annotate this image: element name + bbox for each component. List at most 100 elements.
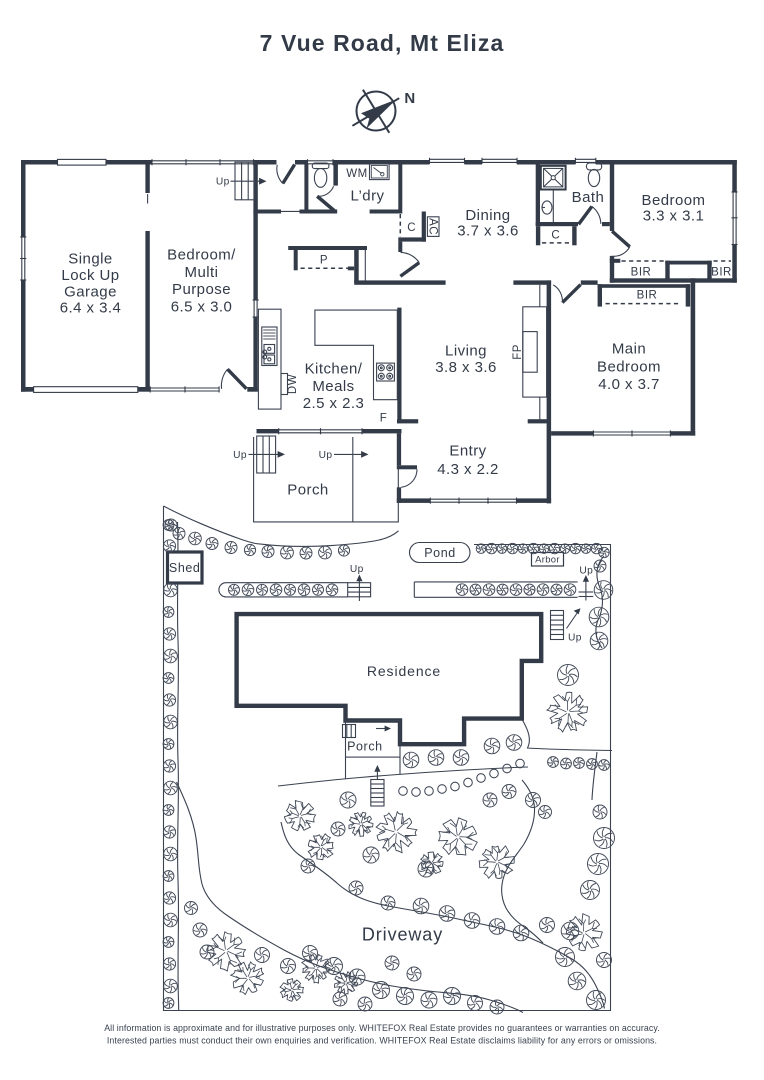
up-arrow-garden-1 [356,574,363,601]
room-label-garage: Single Lock Up Garage 6.4 x 3.4 [60,250,122,316]
window [149,386,220,393]
window [252,299,259,318]
svg-text:Lock Up: Lock Up [61,267,119,284]
room-label-dining: Dining 3.7 x 3.6 [457,207,519,240]
svg-text:Multi: Multi [185,264,219,281]
arbor-label: Arbor [535,555,560,566]
porch-outline [253,437,399,523]
stove-icon [376,362,395,382]
room-label-living: Living 3.8 x 3.6 [435,342,497,376]
label-f-fridge: F [380,413,388,425]
floor-plan: Single Lock Up Garage 6.4 x 3.4 Bedroom/… [20,157,738,523]
toilet2-icon [585,162,603,188]
svg-text:Purpose: Purpose [172,281,231,298]
up-arrow-garden-3 [566,608,581,629]
arbor: Arbor [530,551,565,567]
room-label-entry: Entry 4.3 x 2.2 [437,443,499,479]
washing-machine-icon [368,163,390,181]
label-p-pantry: P [320,255,328,267]
svg-text:Main: Main [612,340,646,357]
window [278,428,363,435]
doors [147,163,631,488]
label-fp: FP [512,344,524,360]
walls [21,160,737,504]
label-bir2: BIR [711,266,732,278]
residence-label: Residence [367,663,441,679]
compass-icon: N [351,89,415,134]
shower-icon [539,164,567,191]
site-porch: Porch [341,719,401,758]
svg-text:6.4 x 3.4: 6.4 x 3.4 [60,299,122,316]
shed-label: Shed [169,561,201,575]
label-up-garden-1: Up [350,564,364,575]
disclaimer-line1: All information is approximate and for i… [104,1023,660,1033]
garden-edge-left [176,521,180,1011]
garden-stair-3 [549,609,565,641]
north-label: N [404,90,415,107]
room-label-porch: Porch [287,481,328,498]
residence: Residence [234,611,544,747]
label-wm: WM [346,168,367,180]
joinery-dashed [300,214,731,305]
window [20,236,27,281]
svg-text:Kitchen/: Kitchen/ [305,360,363,377]
svg-text:6.5 x 3.0: 6.5 x 3.0 [171,299,233,316]
label-up-porch1: Up [233,450,247,461]
garden-edge-top [163,505,399,547]
garden-path [344,757,401,807]
site-porch-label: Porch [347,740,383,754]
garden-bands [218,581,578,598]
up-arrow-garden-2 [578,575,594,601]
window [473,157,526,164]
label-dw: DW [287,374,299,394]
window [429,497,518,504]
svg-text:Meals: Meals [312,378,354,395]
room-label-bed-multi: Bedroom/ Multi Purpose 6.5 x 3.0 [167,247,236,316]
label-ac: AC [427,218,439,235]
window [151,159,255,166]
label-up-garden-2: Up [579,565,593,576]
svg-text:4.0 x 3.7: 4.0 x 3.7 [598,376,660,393]
svg-text:3.3 x 3.1: 3.3 x 3.1 [643,207,705,224]
up-arrow-porch-right [334,451,369,458]
room-label-kitchen: Kitchen/ Meals 2.5 x 2.3 [303,360,365,412]
svg-text:4.3 x 2.2: 4.3 x 2.2 [437,461,499,478]
toilet-icon [311,162,330,188]
pond-label: Pond [424,546,456,560]
room-label-main-bedroom: Main Bedroom 4.0 x 3.7 [597,340,661,393]
ac-unit-icon [426,216,440,237]
up-arrow-path [374,765,381,780]
windows [20,157,738,504]
up-arrow-top [230,177,267,185]
label-up-top: Up [216,176,230,187]
kitchen-bench [257,308,398,410]
label-up-garden-3: Up [568,633,582,644]
label-bir1: BIR [631,266,652,278]
label-up-porch2: Up [319,450,333,461]
shed: Shed [165,550,204,585]
label-bir3: BIR [637,289,658,301]
svg-text:Bedroom: Bedroom [641,192,705,209]
svg-text:Single: Single [68,250,112,267]
svg-text:3.7 x 3.6: 3.7 x 3.6 [457,223,519,240]
thin-partitions [281,189,554,421]
page-title: 7 Vue Road, Mt Eliza [260,30,505,56]
kitchen-sink-icon [261,326,278,367]
svg-text:Entry: Entry [449,443,486,460]
basin-icon [541,200,553,215]
window [592,430,671,437]
label-c-hall: C [407,222,416,234]
svg-text:3.8 x 3.6: 3.8 x 3.6 [435,359,497,376]
site-plan: Shed Pond Arbor Residence Porch [162,505,615,1015]
svg-text:2.5 x 2.3: 2.5 x 2.3 [303,395,365,412]
svg-text:Bedroom: Bedroom [597,359,661,376]
svg-text:Garage: Garage [64,283,117,300]
window [421,157,473,164]
room-label-bedroom: Bedroom 3.3 x 3.1 [641,192,705,225]
trees [162,518,615,1015]
room-label-bath: Bath [572,189,605,206]
svg-text:Dining: Dining [465,207,510,224]
room-label-laundry: L’dry [351,187,385,204]
fireplace-icon [522,306,548,398]
